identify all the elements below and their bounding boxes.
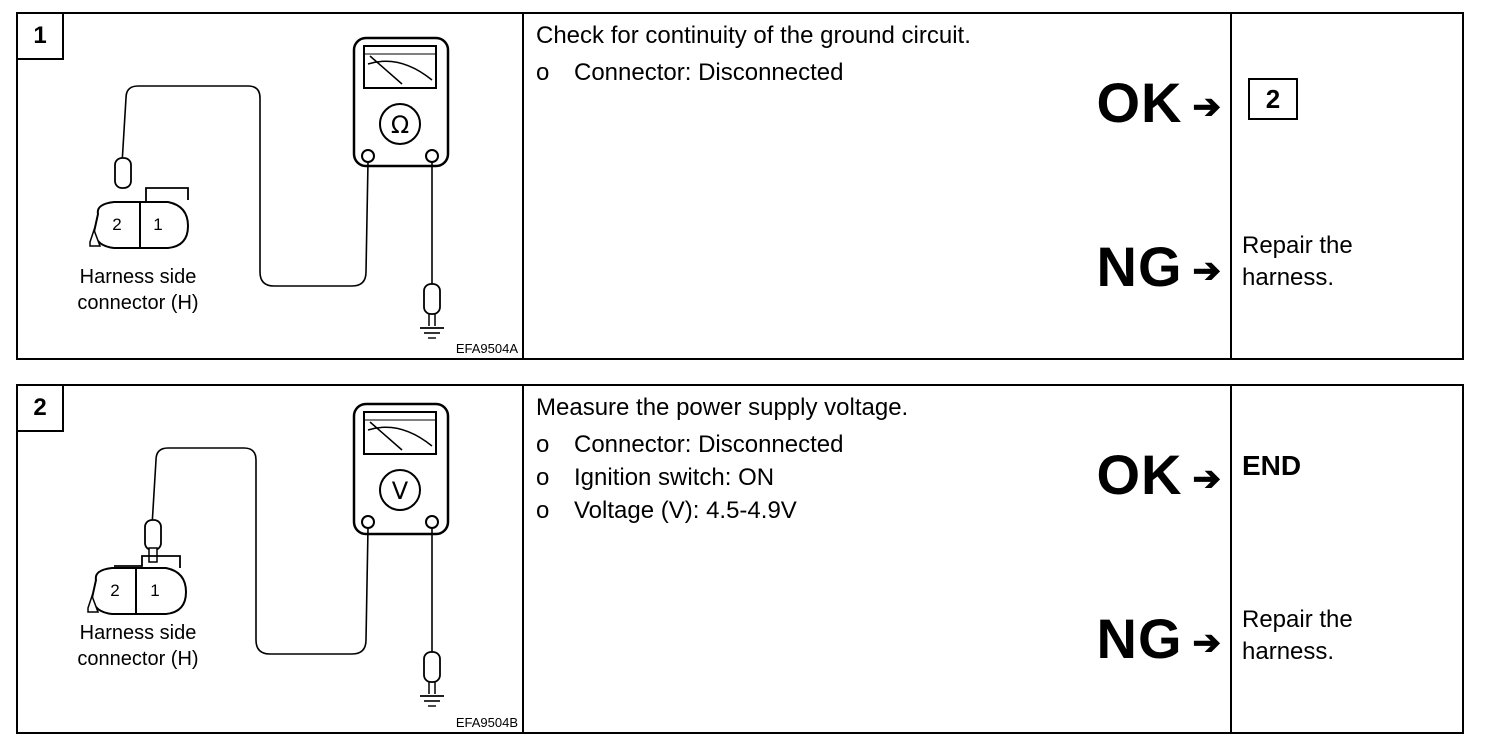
harness-connector (90, 567, 188, 615)
check-item: o Voltage (V): 4.5-4.9V (536, 494, 843, 527)
step-1-row: 1 Ω 2 1 (16, 12, 1464, 360)
figure-label-line1: Harness side (79, 266, 197, 288)
step-1-instructions: Check for continuity of the ground circu… (524, 14, 1232, 358)
check-item: o Ignition switch: ON (536, 461, 843, 494)
step-title: Measure the power supply voltage. (536, 394, 909, 421)
check-item-text: Voltage (V): 4.5-4.9V (574, 497, 797, 524)
ground-probe (423, 283, 441, 315)
figure-label: Harness side connector (H) (58, 264, 218, 316)
connector-pin-2: 2 (112, 215, 121, 234)
step-2-instructions: Measure the power supply voltage. o Conne… (524, 386, 1232, 732)
check-item-text: Ignition switch: ON (574, 464, 775, 491)
multimeter-diagram: V 2 1 (87, 402, 450, 707)
ok-label: OK (1096, 71, 1183, 134)
check-item-text: Connector: Disconnected (574, 59, 844, 86)
figure-label-line2: connector (H) (77, 292, 199, 314)
go-to-step-box[interactable]: 2 (1248, 78, 1298, 120)
arrow-right-icon: ➔ (1192, 252, 1222, 291)
bullet: o (536, 431, 550, 458)
bullet: o (536, 497, 550, 524)
check-list: o Connector: Disconnected (536, 56, 843, 89)
connector-pin-2: 2 (110, 581, 119, 600)
ok-branch: OK➔ (1097, 70, 1223, 135)
bullet: o (536, 59, 550, 86)
step-title: Check for continuity of the ground circu… (536, 22, 971, 49)
probe-jack-left (361, 149, 375, 163)
connector-pin-1: 1 (150, 581, 159, 600)
ok-result-end: END (1242, 450, 1302, 481)
bullet: o (536, 464, 550, 491)
probe-tip (144, 519, 162, 551)
arrow-right-icon: ➔ (1192, 460, 1222, 499)
volt-symbol: V (392, 477, 409, 505)
multimeter-diagram: Ω 2 1 (89, 36, 450, 339)
step-number: 1 (18, 14, 64, 60)
figure-label: Harness side connector (H) (58, 620, 218, 672)
ng-result-line1: Repair the (1242, 232, 1353, 259)
ng-label: NG (1096, 607, 1183, 670)
arrow-right-icon: ➔ (1192, 624, 1222, 663)
test-lead-1 (121, 85, 369, 287)
probe-jack-right (425, 515, 439, 529)
probe-tip (114, 157, 132, 189)
meter-needle (369, 421, 403, 451)
arrow-right-icon: ➔ (1192, 88, 1222, 127)
figure-code: EFA9504A (455, 341, 518, 356)
check-item: o Connector: Disconnected (536, 428, 843, 461)
figure-label-line1: Harness side (79, 622, 197, 644)
ok-branch: OK➔ (1097, 442, 1223, 507)
step-number: 2 (18, 386, 64, 432)
probe-jack-left (361, 515, 375, 529)
step-1-figure: 1 Ω 2 1 (18, 14, 524, 358)
meter-needle (369, 55, 403, 85)
step-2-results: END Repair the harness. (1232, 386, 1462, 732)
check-item-text: Connector: Disconnected (574, 431, 844, 458)
ng-label: NG (1096, 235, 1183, 298)
ng-branch: NG➔ (1097, 234, 1223, 299)
test-lead-1 (151, 447, 369, 655)
step-2-figure: 2 V 2 1 (18, 386, 524, 732)
ng-result: Repair the harness. (1242, 230, 1442, 294)
ohm-symbol: Ω (391, 111, 409, 139)
figure-label-line2: connector (H) (77, 648, 199, 670)
ng-branch: NG➔ (1097, 606, 1223, 671)
meter-scale-arc (367, 426, 433, 447)
ok-label: OK (1096, 443, 1183, 506)
probe-jack-right (425, 149, 439, 163)
ng-result-line1: Repair the (1242, 606, 1353, 633)
step-1-results: 2 Repair the harness. (1232, 14, 1462, 358)
ng-result-line2: harness. (1242, 264, 1335, 291)
meter-dial (379, 469, 421, 511)
figure-code: EFA9504B (455, 715, 518, 730)
ng-result: Repair the harness. (1242, 604, 1442, 668)
meter-display (363, 411, 437, 455)
ng-result-line2: harness. (1242, 638, 1335, 665)
meter-scale-arc (367, 60, 433, 81)
check-item: o Connector: Disconnected (536, 56, 843, 89)
meter-dial (379, 103, 421, 145)
step-2-row: 2 V 2 1 (16, 384, 1464, 734)
meter-display (363, 45, 437, 89)
connector-pin-1: 1 (153, 215, 162, 234)
ground-probe (423, 651, 441, 683)
